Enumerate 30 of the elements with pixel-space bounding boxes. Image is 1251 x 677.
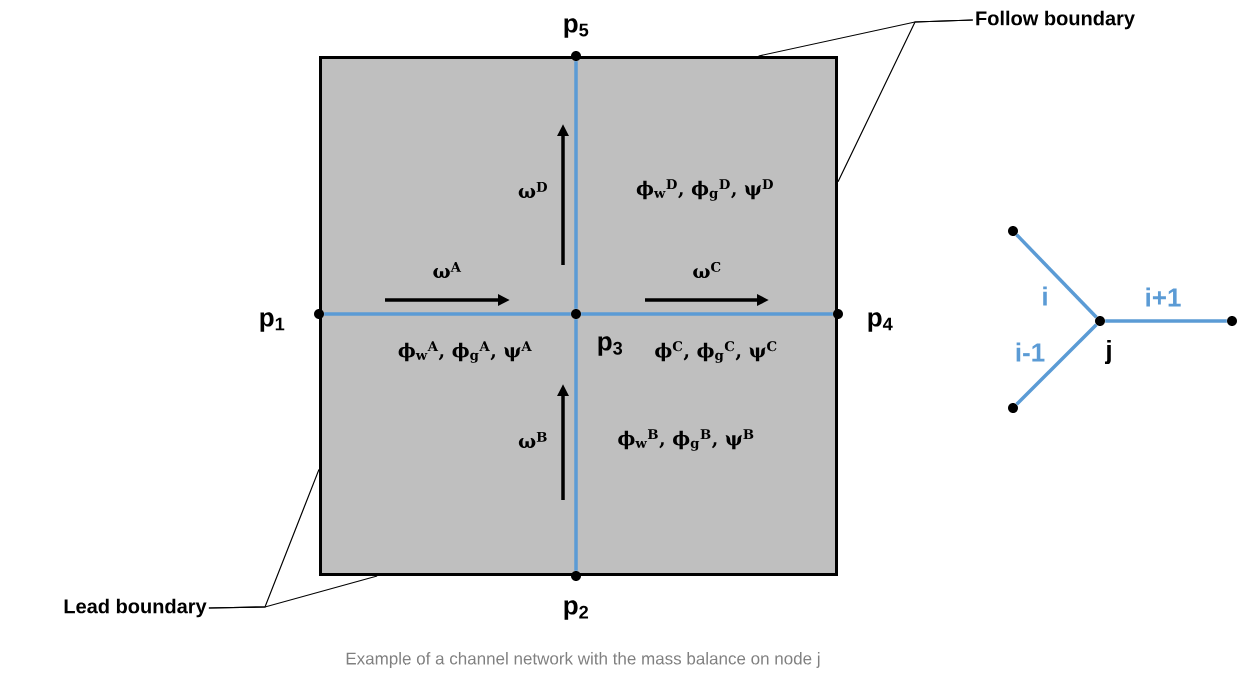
edge-label: i (1043, 286, 1047, 306)
callout-text: Lead boundary (64, 598, 207, 618)
channel-line (1015, 323, 1098, 406)
channel-line (1015, 233, 1098, 319)
point-label: p$_{4}$ (868, 312, 893, 332)
flow-symbol: ω$^{D}$ (518, 182, 547, 198)
point-label: p$_{3}$ (598, 336, 623, 356)
channel-line (581, 312, 833, 316)
callout-text: Follow boundary (976, 10, 1135, 30)
channel-line (574, 319, 578, 571)
flow-symbol: ϕ$_{w}$$^{B}$, ϕ$_{g}$$^{B}$, ψ$^{B}$ (618, 429, 754, 451)
flow-symbol: ϕ$_{w}$$^{D}$, ϕ$_{g}$$^{D}$, ψ$^{D}$ (636, 179, 773, 201)
leader-line (208, 575, 378, 609)
channel-line (324, 312, 571, 316)
flow-symbol: ϕ$_{w}$$^{A}$, ϕ$_{g}$$^{A}$, ψ$^{A}$ (398, 341, 532, 363)
point-label: p$_{2}$ (564, 600, 589, 620)
caption: Example of a channel network with the mass balance on node j (346, 652, 820, 668)
point-label: p$_{1}$ (260, 312, 285, 332)
leader-line (837, 19, 974, 183)
point-label: p$_{5}$ (564, 18, 589, 38)
flow-symbol: ω$^{A}$ (433, 262, 462, 278)
grid-cell (319, 56, 838, 576)
point-label: j (1105, 339, 1111, 365)
flow-symbol: ω$^{C}$ (693, 261, 721, 279)
edge-label: i+1 (1146, 287, 1181, 307)
edge-label: i-1 (1016, 342, 1045, 362)
channel-line (1105, 319, 1227, 323)
channel-line (574, 61, 578, 309)
flow-symbol: ϕ$^{C}$, ϕ$_{g}$$^{C}$, ψ$^{C}$ (655, 341, 777, 363)
flow-symbol: ω$^{B}$ (518, 432, 547, 448)
